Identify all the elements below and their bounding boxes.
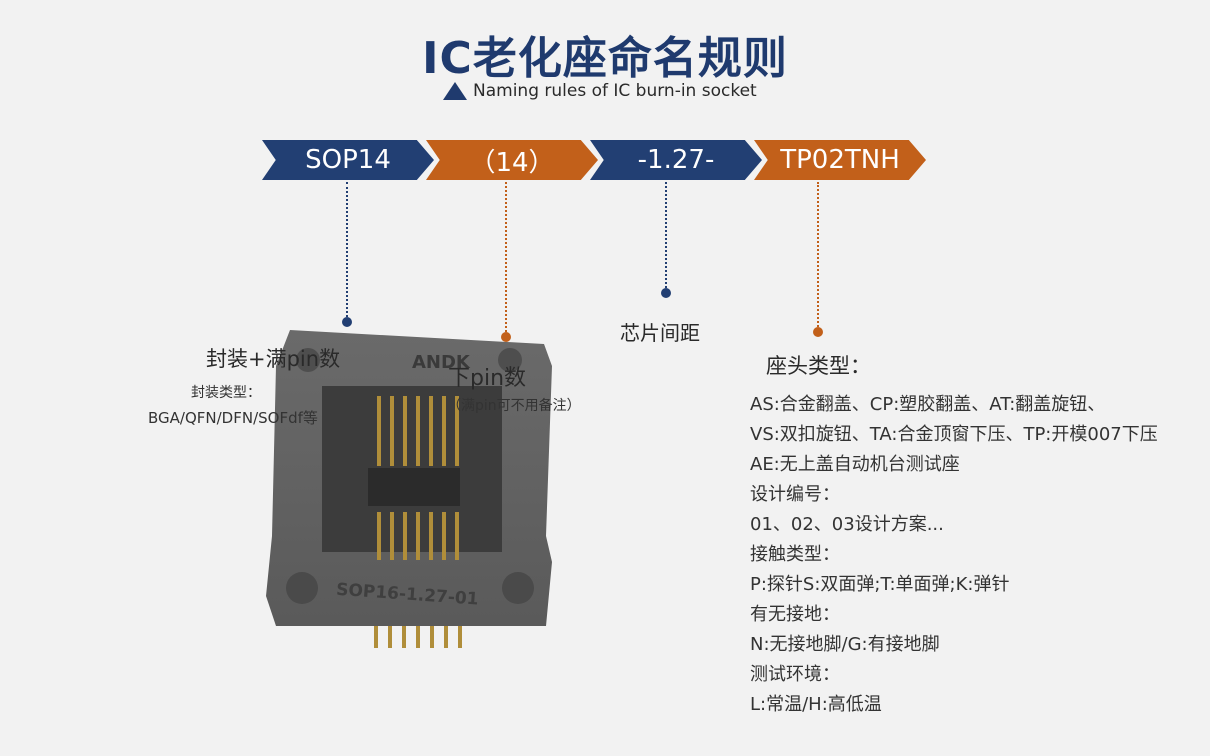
connector-dot-pitch <box>661 288 671 298</box>
segment-pin-count: （14） <box>426 140 598 180</box>
package-types: BGA/QFN/DFN/SOFdf等 <box>148 409 318 427</box>
detail-line: 01、02、03设计方案... <box>750 514 944 535</box>
connector-dot-package <box>342 317 352 327</box>
connector-pin-count <box>505 182 507 332</box>
connector-pitch <box>665 182 667 288</box>
pitch-label: 芯片间距 <box>620 321 700 345</box>
detail-line: VS:双扣旋钮、TA:合金顶窗下压、TP:开模007下压 <box>750 424 1158 445</box>
connector-dot-head-type <box>813 327 823 337</box>
triangle-icon <box>443 82 467 100</box>
segment-package: SOP14 <box>262 140 434 180</box>
page-title: IC老化座命名规则 <box>422 33 788 84</box>
socket-image: ANDK SOP16-1.27-01 <box>266 330 552 648</box>
detail-line: 测试环境： <box>750 664 840 685</box>
segment-pitch: -1.27- <box>590 140 762 180</box>
connector-head-type <box>817 182 819 327</box>
segment-package-label: SOP14 <box>305 145 391 175</box>
package-types-title: 封装类型： <box>191 385 261 401</box>
package-label: 封装+满pin数 <box>206 347 341 371</box>
detail-line: 接触类型： <box>750 544 840 565</box>
detail-line: AS:合金翻盖、CP:塑胶翻盖、AT:翻盖旋钮、 <box>750 394 1106 415</box>
subtitle-row: Naming rules of IC burn-in socket <box>443 80 757 102</box>
connector-package <box>346 182 348 317</box>
connector-dot-pin-count <box>501 332 511 342</box>
down-pin-label: 下pin数 <box>448 366 527 391</box>
detail-line: L:常温/H:高低温 <box>750 694 882 715</box>
detail-line: P:探针S:双面弹;T:单面弹;K:弹针 <box>750 574 1010 595</box>
detail-line: N:无接地脚/G:有接地脚 <box>750 634 940 655</box>
segment-pitch-label: -1.27- <box>637 145 715 175</box>
socket-brand: ANDK <box>412 352 471 373</box>
detail-line: 有无接地： <box>750 604 840 625</box>
head-type-label: 座头类型： <box>766 354 871 378</box>
detail-line: AE:无上盖自动机台测试座 <box>750 454 960 475</box>
segment-head-type: TP02TNH <box>754 140 926 180</box>
detail-line: 设计编号： <box>750 484 840 505</box>
segment-pin-count-label: （14） <box>469 147 555 178</box>
down-pin-note: （满pin可不用备注） <box>447 398 581 414</box>
subtitle: Naming rules of IC burn-in socket <box>473 81 757 101</box>
segment-head-type-label: TP02TNH <box>780 145 900 175</box>
